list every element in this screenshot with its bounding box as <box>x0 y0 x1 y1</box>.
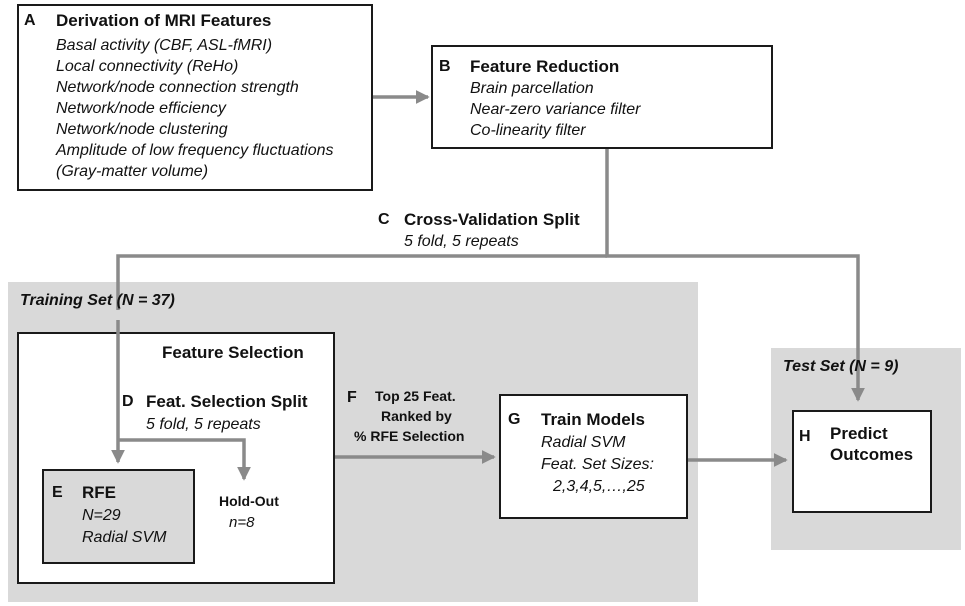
box-e-line: Radial SVM <box>82 529 167 546</box>
box-a-item: Basal activity (CBF, ASL-fMRI) <box>56 37 273 54</box>
step-d-detail: 5 fold, 5 repeats <box>146 416 261 433</box>
step-f-line: Top 25 Feat. <box>375 388 456 404</box>
box-a-item: Network/node clustering <box>56 121 228 138</box>
box-g-train-models <box>499 394 688 519</box>
line-split-to-training <box>116 254 607 310</box>
box-g-title: Train Models <box>541 410 645 429</box>
box-b-item: Co-linearity filter <box>470 122 586 139</box>
box-b-letter: B <box>439 58 451 75</box>
hold-out-title: Hold-Out <box>219 493 279 509</box>
step-f-line: % RFE Selection <box>354 428 465 444</box>
box-b-title: Feature Reduction <box>470 57 620 76</box>
box-a-item: Amplitude of low frequency fluctuations <box>56 142 334 159</box>
box-e-line: N=29 <box>82 507 121 524</box>
box-b-item: Near-zero variance filter <box>470 101 641 118</box>
line-split-to-holdout <box>118 438 251 481</box>
box-g-letter: G <box>508 411 521 428</box>
box-b-feature-reduction <box>431 45 773 149</box>
step-c-detail: 5 fold, 5 repeats <box>404 233 519 250</box>
box-e-rfe <box>42 469 195 564</box>
box-a-title: Derivation of MRI Features <box>56 11 272 30</box>
feature-selection-title: Feature Selection <box>162 343 304 362</box>
box-e-letter: E <box>52 484 63 501</box>
box-h-predict <box>792 410 932 513</box>
step-d-letter: D <box>122 393 134 410</box>
box-g-line: Radial SVM <box>541 434 626 451</box>
training-set-label: Training Set (N = 37) <box>20 292 175 309</box>
box-b-item: Brain parcellation <box>470 80 594 97</box>
box-a-item: Network/node efficiency <box>56 100 226 117</box>
box-a-derivation <box>17 4 373 191</box>
box-a-item: Network/node connection strength <box>56 79 299 96</box>
step-f-letter: F <box>347 389 357 406</box>
step-d-title: Feat. Selection Split <box>146 392 308 411</box>
box-h-line: Outcomes <box>830 445 914 464</box>
test-set-label: Test Set (N = 9) <box>783 358 899 375</box>
step-c-title: Cross-Validation Split <box>404 210 580 229</box>
box-a-item: Local connectivity (ReHo) <box>56 58 239 75</box>
box-h-line: Predict <box>830 424 888 443</box>
box-g-line: Feat. Set Sizes: <box>541 456 654 473</box>
box-a-letter: A <box>24 12 36 29</box>
hold-out-detail: n=8 <box>229 514 255 531</box>
line-b-to-split <box>605 149 865 402</box>
step-c-letter: C <box>378 211 390 228</box>
box-e-title: RFE <box>82 483 116 502</box>
box-g-line: 2,3,4,5,…,25 <box>553 478 645 495</box>
step-f-line: Ranked by <box>381 408 452 424</box>
box-h-letter: H <box>799 428 811 445</box>
box-a-item: (Gray-matter volume) <box>56 163 209 180</box>
